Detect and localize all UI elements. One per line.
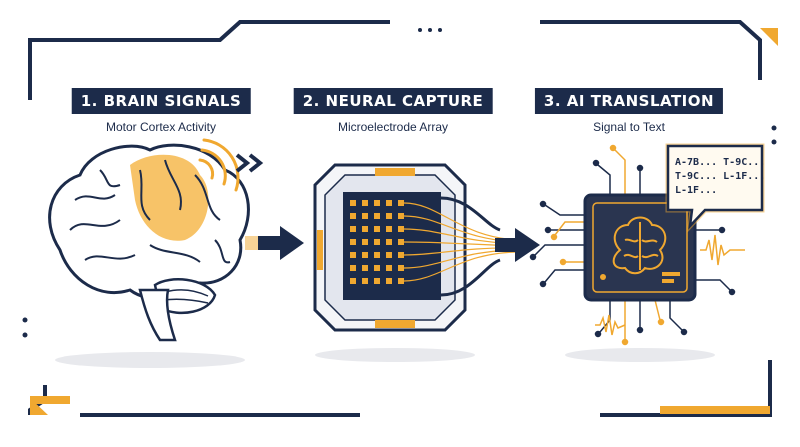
ai-chip: [529, 144, 736, 346]
decoded-line-3: L-1F...: [675, 185, 718, 196]
signal-waves-icon: [198, 138, 240, 192]
step-2-subtitle: Microelectrode Array: [337, 120, 449, 134]
double-chevron-icon: [235, 153, 264, 173]
step-3-subtitle: Signal to Text: [593, 120, 665, 134]
waveform-right: [700, 234, 745, 266]
step-3-title: 3. AI TRANSLATION: [534, 88, 724, 114]
microelectrode-array: [313, 163, 521, 332]
decoded-line-2: T-9C... L-1F...: [675, 171, 766, 182]
brain-illustration: [48, 143, 250, 342]
step-1-title: 1. BRAIN SIGNALS: [71, 88, 251, 114]
step-2-title: 2. NEURAL CAPTURE: [293, 88, 493, 114]
step-1-subtitle: Motor Cortex Activity: [105, 120, 217, 134]
decoded-line-1: A-7B... T-9C...: [675, 157, 766, 168]
frame-accents: [30, 28, 778, 415]
chip-brain-icon: [612, 216, 667, 275]
waveform-bottom: [595, 314, 626, 336]
electrode-grid: [350, 200, 404, 284]
arrow-2-icon: [495, 228, 540, 262]
chip-circuit-traces: [529, 159, 736, 338]
frame-decoration: [28, 20, 772, 417]
ground-shadows: [55, 348, 715, 368]
arrow-1-icon: [245, 226, 304, 260]
frame-dots: [22, 28, 777, 338]
speech-bubble: [665, 143, 765, 234]
